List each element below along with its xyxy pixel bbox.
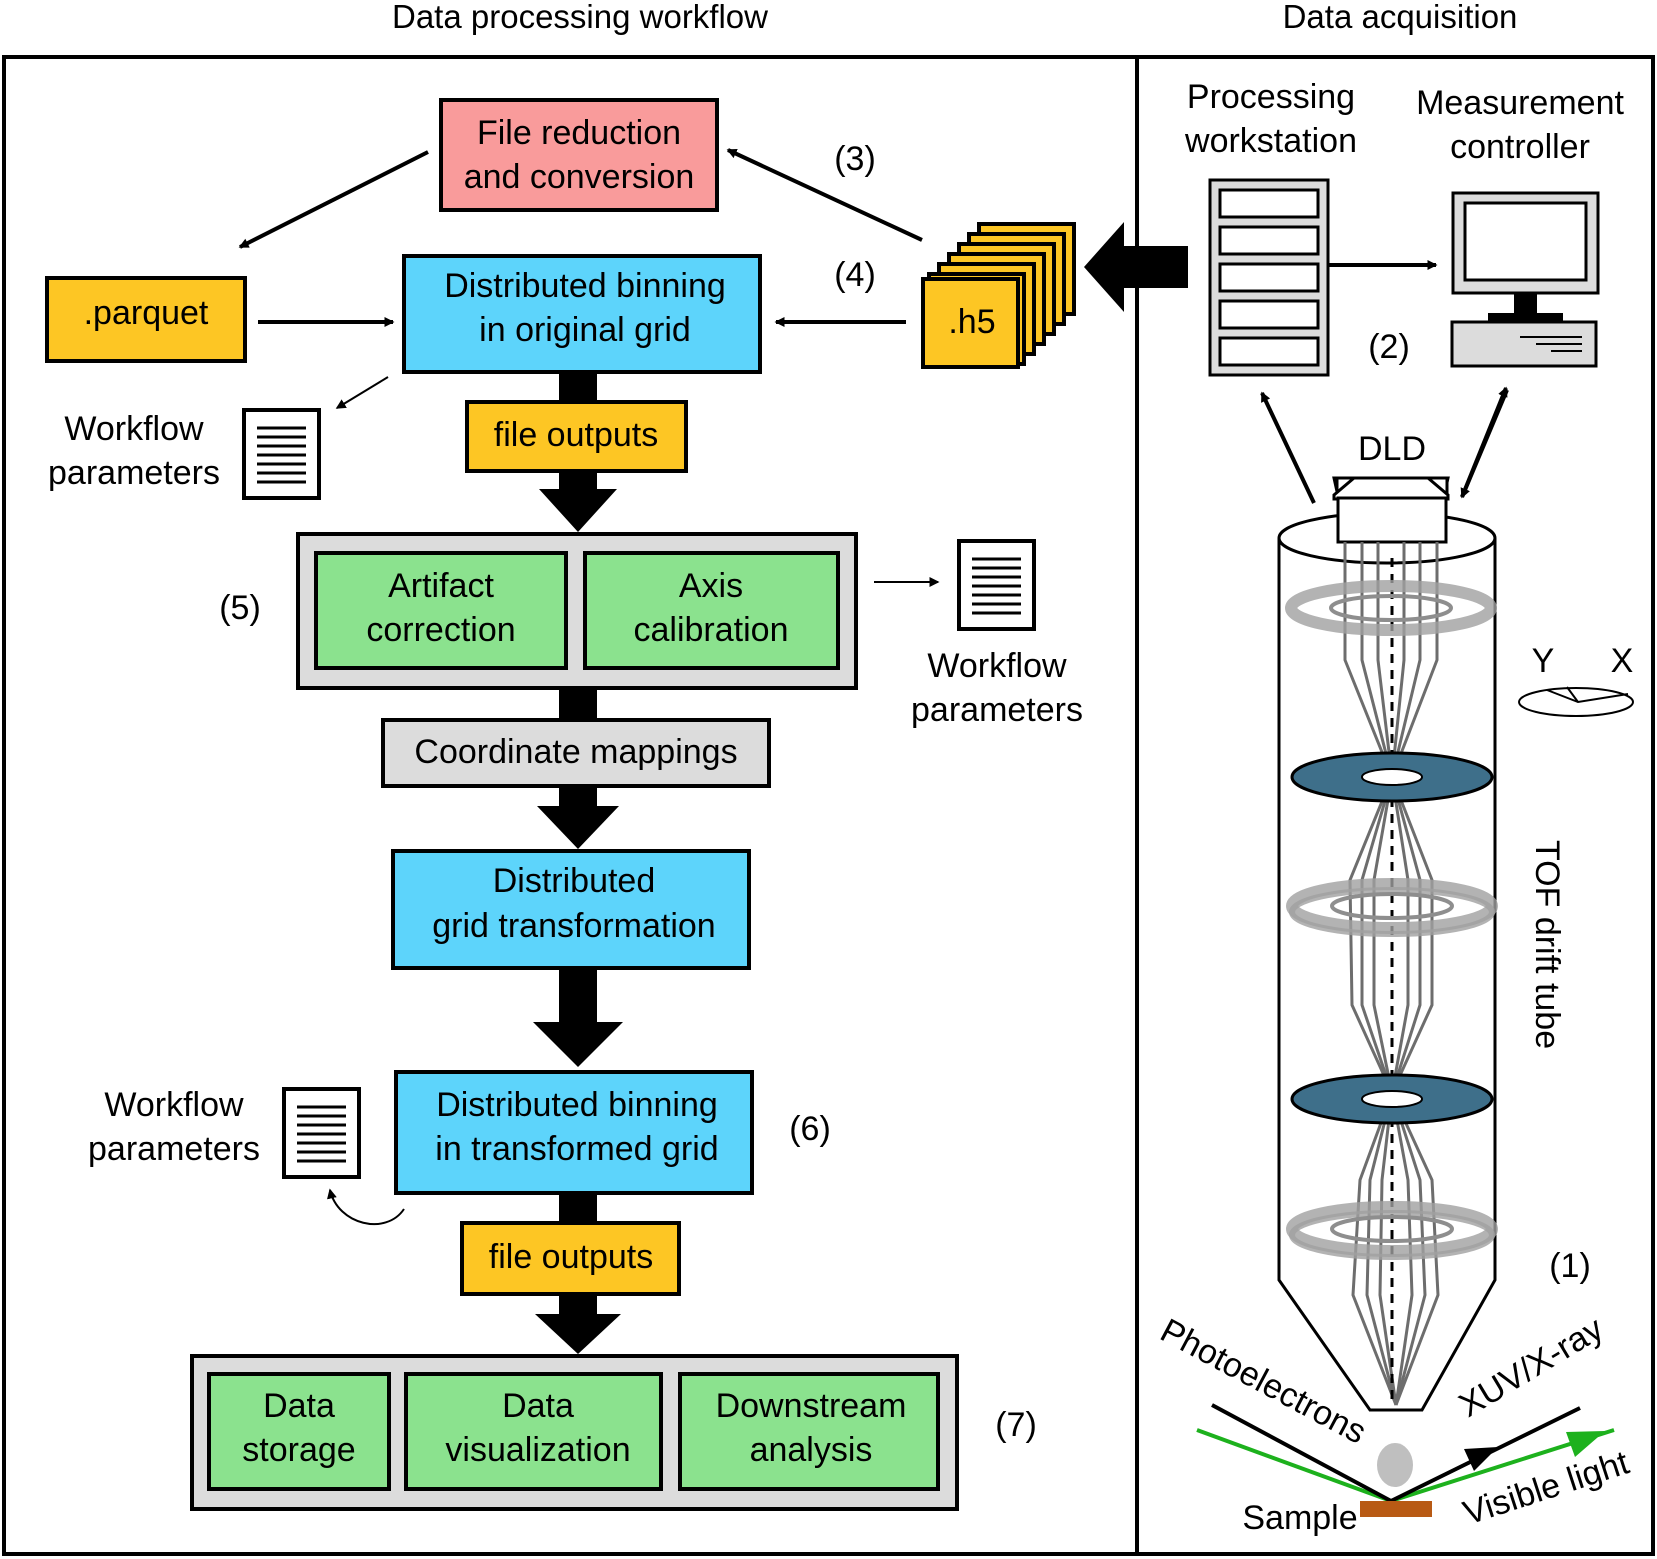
data-visualization-line2: visualization bbox=[445, 1431, 630, 1469]
workflow-parameters-middle-line1: Workflow bbox=[927, 647, 1067, 685]
box-file-outputs-2: file outputs bbox=[460, 1221, 681, 1296]
binning-original-line2: in original grid bbox=[479, 311, 691, 349]
box-binning-original: Distributed binning in original grid bbox=[402, 254, 762, 374]
server-rack-icon bbox=[1208, 178, 1330, 377]
xuv-xray-label: XUV/X-ray bbox=[1453, 1310, 1610, 1425]
step-label-2: (2) bbox=[1368, 328, 1410, 366]
aperture-disk-2 bbox=[1290, 1073, 1494, 1125]
h5-file-stack bbox=[921, 222, 1076, 369]
workflow-parameters-lower-line1: Workflow bbox=[104, 1086, 244, 1124]
step-label-4: (4) bbox=[834, 256, 876, 294]
grid-transformation-line2: grid transformation bbox=[432, 907, 715, 945]
doc-icon-lower bbox=[282, 1087, 361, 1179]
step-label-3: (3) bbox=[834, 140, 876, 178]
box-grid-transformation: Distributed grid transformation bbox=[391, 849, 751, 970]
processing-workstation-line1: Processing bbox=[1187, 78, 1355, 116]
file-reduction-line2: and conversion bbox=[464, 158, 695, 196]
data-storage-line2: storage bbox=[242, 1431, 355, 1469]
grid-transformation-line1: Distributed bbox=[493, 862, 656, 900]
axis-y-label: Y bbox=[1532, 642, 1555, 680]
lens-ring-2 bbox=[1286, 878, 1498, 937]
header-data-processing-workflow: Data processing workflow bbox=[392, 0, 768, 35]
measurement-controller-line2: controller bbox=[1450, 128, 1590, 166]
workflow-parameters-upper-line2: parameters bbox=[48, 454, 220, 492]
step-label-5: (5) bbox=[219, 589, 261, 627]
file-outputs-1-label: file outputs bbox=[494, 416, 658, 454]
dld-label: DLD bbox=[1358, 430, 1426, 468]
measurement-controller-line1: Measurement bbox=[1416, 84, 1624, 122]
parquet-label: .parquet bbox=[84, 294, 209, 332]
axis-x-label: X bbox=[1611, 642, 1634, 680]
aperture-disk-1 bbox=[1290, 751, 1494, 803]
downstream-analysis-line2: analysis bbox=[750, 1431, 873, 1469]
box-coordinate-mappings: Coordinate mappings bbox=[381, 718, 771, 788]
workflow-parameters-middle-line2: parameters bbox=[911, 691, 1083, 729]
tof-drift-tube-label: TOF drift tube bbox=[1528, 840, 1566, 1049]
box-parquet: .parquet bbox=[45, 276, 247, 363]
doc-icon-upper bbox=[242, 408, 321, 500]
data-storage-line1: Data bbox=[263, 1387, 335, 1425]
sample-region bbox=[1196, 1403, 1615, 1517]
workflow-parameters-upper-line1: Workflow bbox=[64, 410, 204, 448]
step-label-6: (6) bbox=[789, 1110, 831, 1148]
box-outputs-group: Data storage Data visualization Downstre… bbox=[190, 1354, 959, 1511]
binning-transformed-line1: Distributed binning bbox=[436, 1086, 718, 1124]
file-reduction-line1: File reduction bbox=[477, 114, 681, 152]
artifact-correction-line2: correction bbox=[366, 611, 515, 649]
h5-label: .h5 bbox=[948, 303, 995, 341]
box-file-outputs-1: file outputs bbox=[465, 400, 688, 473]
param-arrows bbox=[327, 376, 940, 1226]
box-correction-group: Artifact correction Axis calibration bbox=[296, 532, 858, 690]
computer-icon bbox=[1450, 191, 1600, 368]
box-file-reduction: File reduction and conversion bbox=[439, 98, 719, 212]
sample-label: Sample bbox=[1242, 1499, 1357, 1537]
workflow-parameters-lower-line2: parameters bbox=[88, 1130, 260, 1168]
data-transfer-arrow bbox=[1084, 222, 1188, 312]
processing-workstation-line2: workstation bbox=[1184, 122, 1357, 160]
box-binning-transformed: Distributed binning in transformed grid bbox=[394, 1070, 754, 1195]
axis-calibration-line1: Axis bbox=[679, 567, 743, 605]
panel-acquisition bbox=[1135, 55, 1655, 1556]
coordinate-mappings-label: Coordinate mappings bbox=[414, 733, 737, 771]
doc-icon-middle bbox=[957, 539, 1036, 631]
binning-transformed-line2: in transformed grid bbox=[435, 1130, 718, 1168]
step-label-1: (1) bbox=[1549, 1247, 1591, 1285]
axis-calibration-line2: calibration bbox=[634, 611, 789, 649]
lens-ring-1 bbox=[1285, 580, 1497, 636]
flow-arrows bbox=[533, 372, 623, 1354]
data-visualization-line1: Data bbox=[502, 1387, 574, 1425]
file-outputs-2-label: file outputs bbox=[489, 1238, 653, 1276]
binning-original-line1: Distributed binning bbox=[444, 267, 726, 305]
lens-ring-3 bbox=[1286, 1201, 1498, 1260]
xy-axes-icon: Y X bbox=[1518, 642, 1634, 717]
header-data-acquisition: Data acquisition bbox=[1283, 0, 1518, 35]
step-label-7: (7) bbox=[995, 1406, 1037, 1444]
downstream-analysis-line1: Downstream bbox=[716, 1387, 907, 1425]
artifact-correction-line1: Artifact bbox=[388, 567, 494, 605]
